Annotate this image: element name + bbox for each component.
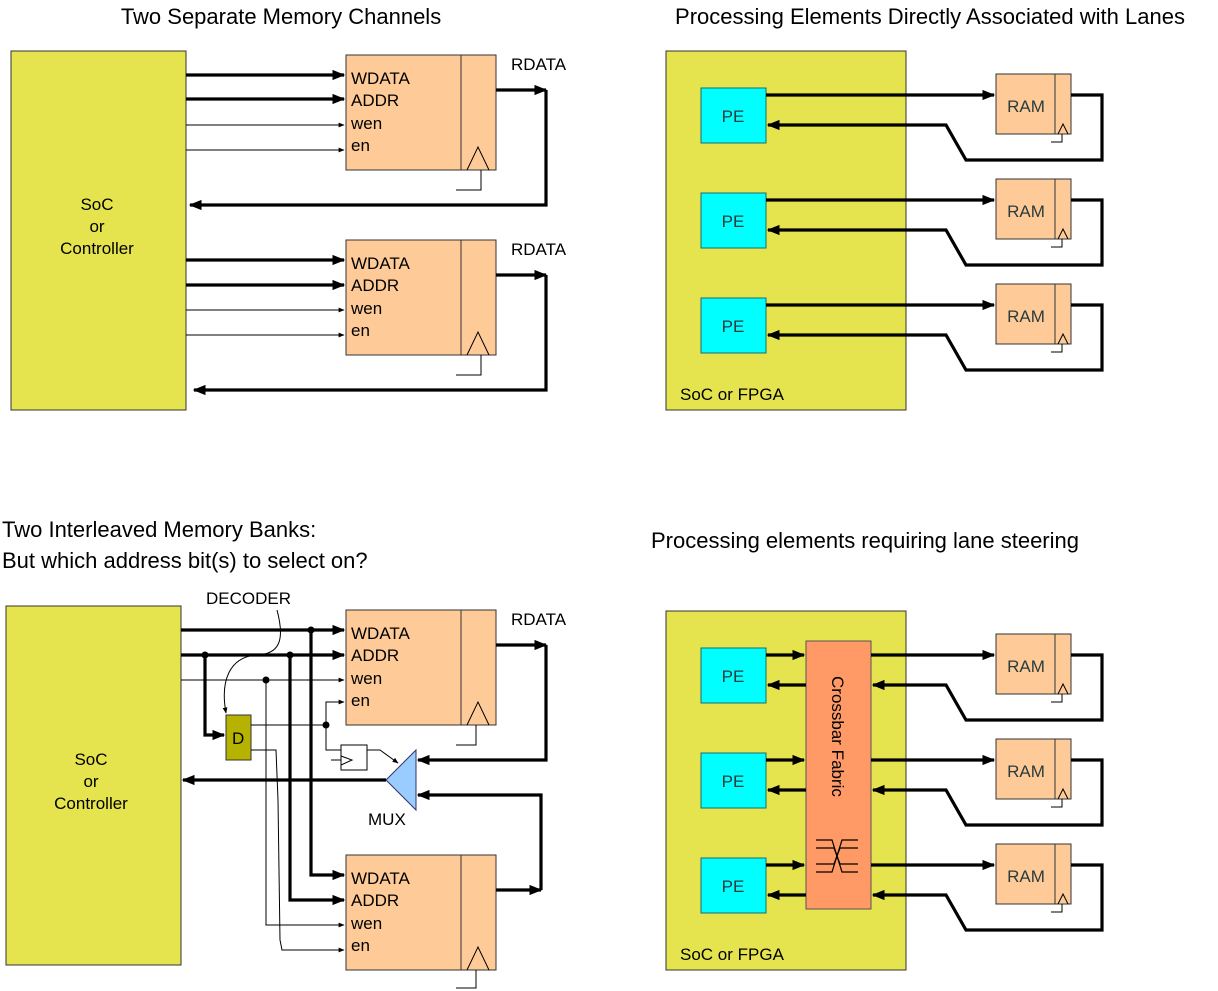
clock-icon — [1057, 682, 1069, 695]
soc-fpga-label: SoC or FPGA — [680, 385, 785, 404]
panel-title: Processing elements requiring lane steer… — [651, 528, 1079, 553]
memory-block: WDATA ADDR wen en RDATA — [345, 239, 567, 376]
ram-block — [995, 283, 1072, 345]
clock-icon — [1057, 892, 1069, 905]
decoder-pointer — [222, 609, 281, 714]
controller-label-line3: Controller — [60, 239, 134, 258]
ram-block — [995, 843, 1072, 905]
panel-lane-steering: Processing elements requiring lane steer… — [651, 528, 1104, 971]
pe-block — [700, 297, 767, 354]
lane: PE RAM — [700, 283, 1104, 372]
lane: PE RAM — [700, 633, 1104, 722]
soc-controller-block — [5, 605, 182, 966]
pe-block — [700, 87, 767, 144]
soc-fpga-label: SoC or FPGA — [680, 945, 785, 964]
panel-interleaved-banks: Two Interleaved Memory Banks: But which … — [2, 517, 567, 989]
port-wdata: WDATA — [351, 69, 411, 88]
ram-label: RAM — [1007, 202, 1045, 221]
port-addr: ADDR — [351, 91, 399, 110]
port-en: en — [351, 691, 370, 710]
port-addr: ADDR — [351, 276, 399, 295]
clock-icon — [1057, 122, 1069, 135]
crossbar-label: Crossbar Fabric — [828, 676, 847, 797]
port-addr: ADDR — [351, 646, 399, 665]
decoder-block — [225, 714, 252, 761]
mux-block — [385, 748, 417, 812]
panel-two-separate-channels: Two Separate Memory Channels SoC or Cont… — [10, 4, 567, 411]
controller-label-line2: or — [83, 772, 98, 791]
panel-title-line1: Two Interleaved Memory Banks: — [2, 517, 316, 542]
lane: PE RAM — [700, 73, 1104, 162]
panel-title: Processing Elements Directly Associated … — [675, 4, 1185, 29]
crossbar-switch-icon — [816, 839, 858, 873]
pe-label: PE — [722, 667, 745, 686]
panel-title: Two Separate Memory Channels — [121, 4, 441, 29]
clock-icon — [1057, 787, 1069, 800]
ram-block — [995, 738, 1072, 800]
memory-block: WDATA ADDR wen en — [345, 854, 497, 989]
rdata-label: RDATA — [511, 240, 567, 259]
port-wen: wen — [350, 914, 382, 933]
port-wen: wen — [350, 299, 382, 318]
mux-label: MUX — [368, 810, 406, 829]
ram-block — [995, 178, 1072, 240]
ram-label: RAM — [1007, 657, 1045, 676]
ram-label: RAM — [1007, 307, 1045, 326]
controller-label-line3: Controller — [54, 794, 128, 813]
lane: PE RAM — [700, 178, 1104, 267]
ram-label: RAM — [1007, 97, 1045, 116]
controller-label-line1: SoC — [74, 750, 107, 769]
pe-block — [700, 857, 767, 914]
clock-icon — [466, 945, 490, 971]
port-en: en — [351, 136, 370, 155]
decoder-label: DECODER — [206, 589, 291, 608]
decoder-box-label: D — [232, 729, 244, 748]
clock-icon — [1057, 332, 1069, 345]
memory-block: WDATA ADDR wen en RDATA — [345, 54, 567, 191]
memory-block: WDATA ADDR wen en RDATA — [345, 609, 567, 746]
port-wen: wen — [350, 114, 382, 133]
controller-label-line1: SoC — [80, 195, 113, 214]
pe-block — [700, 647, 767, 704]
pe-block — [700, 192, 767, 249]
pe-label: PE — [722, 212, 745, 231]
clock-icon — [466, 330, 490, 356]
port-en: en — [351, 321, 370, 340]
rdata-label: RDATA — [511, 55, 567, 74]
port-wdata: WDATA — [351, 254, 411, 273]
port-wdata: WDATA — [351, 624, 411, 643]
pe-label: PE — [722, 772, 745, 791]
ram-label: RAM — [1007, 762, 1045, 781]
ram-block — [995, 73, 1072, 135]
soc-controller-block — [10, 50, 187, 411]
lane: PE RAM — [700, 843, 1104, 932]
clock-icon — [466, 145, 490, 171]
rdata-label: RDATA — [511, 610, 567, 629]
lane: PE RAM — [700, 738, 1104, 827]
panel-title-line2: But which address bit(s) to select on? — [2, 548, 368, 573]
controller-label-line2: or — [89, 217, 104, 236]
clock-icon — [466, 700, 490, 726]
port-addr: ADDR — [351, 891, 399, 910]
port-wen: wen — [350, 669, 382, 688]
port-en: en — [351, 936, 370, 955]
ram-block — [995, 633, 1072, 695]
clock-icon — [1057, 227, 1069, 240]
pe-block — [700, 752, 767, 809]
pe-label: PE — [722, 877, 745, 896]
panel-pe-direct-lanes: Processing Elements Directly Associated … — [665, 4, 1185, 411]
ram-label: RAM — [1007, 867, 1045, 886]
pe-label: PE — [722, 317, 745, 336]
port-wdata: WDATA — [351, 869, 411, 888]
pe-label: PE — [722, 107, 745, 126]
